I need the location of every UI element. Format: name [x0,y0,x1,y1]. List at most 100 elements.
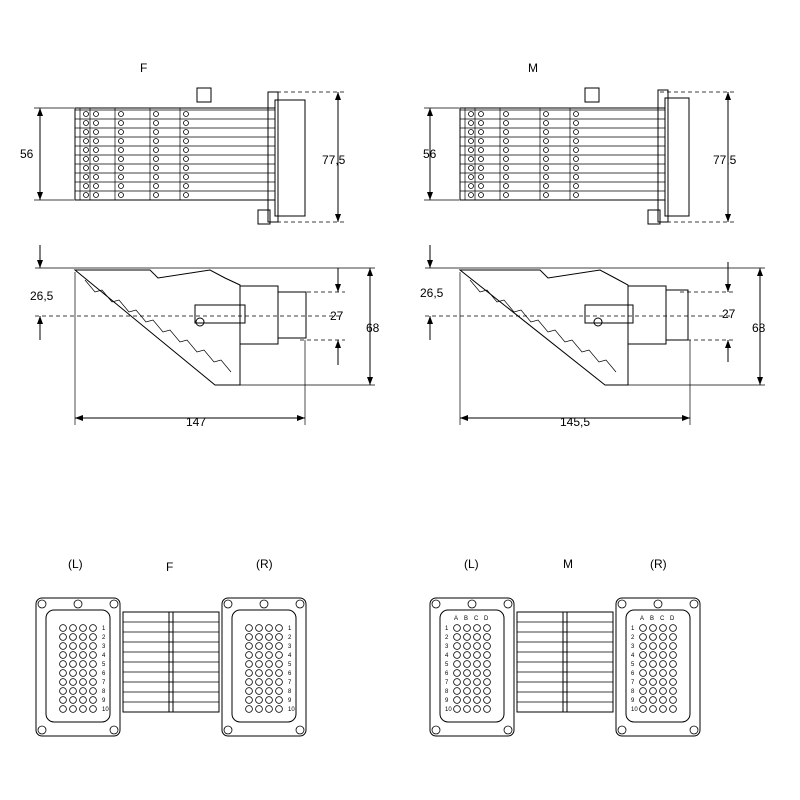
terminal-screw-icon [183,192,189,198]
terminal-screw-icon [183,120,189,126]
mounting-screw-icon [223,725,233,735]
connector-frame [429,597,515,737]
terminal-screw-icon [573,192,579,198]
row-number: 6 [631,671,635,677]
terminal-screw-icon [468,138,474,144]
mounting-screw-icon [109,725,119,735]
contact-pin [89,624,97,632]
contact-pin [453,624,461,632]
terminal-screw-icon [118,147,124,153]
contact-pin [89,669,97,677]
terminal-screw-icon [503,129,509,135]
contact-pin [649,642,657,650]
contact-pin [89,678,97,686]
contact-pin [453,642,461,650]
terminal-screw-icon [468,183,474,189]
terminal-screw-icon [153,183,159,189]
contact-pin [255,651,263,659]
contact-pin [483,669,491,677]
contact-pin [483,624,491,632]
row-number: 6 [288,671,292,677]
contact-pin [89,696,97,704]
contact-pin [275,624,283,632]
contact-pin [639,660,647,668]
contact-pin [255,705,263,713]
contact-pin [649,678,657,686]
contact-pin [265,678,273,686]
column-letter: A [640,616,644,622]
row-number: 3 [102,644,106,650]
terminal-screw-icon [118,138,124,144]
row-number: 10 [288,707,295,713]
terminal-screw-icon [83,165,89,171]
contact-pin [79,669,87,677]
contact-pin [473,696,481,704]
terminal-screw-icon [573,129,579,135]
mounting-screw-icon [617,599,627,609]
mounting-screw-icon [295,725,305,735]
m-right-side-label: (R) [650,557,667,571]
contact-pin [89,633,97,641]
contact-pin [483,678,491,686]
terminal-screw-icon [468,111,474,117]
terminal-screw-icon [543,183,549,189]
contact-pin [255,687,263,695]
terminal-screw-icon [93,156,99,162]
contact-pin [265,705,273,713]
row-number: 6 [102,671,106,677]
contact-pin [275,678,283,686]
f-flange [267,91,279,223]
f-top-view: 26,5 27 68 147 [30,245,380,429]
m-top-screw [584,87,600,103]
contact-pin [659,642,667,650]
contact-pin [453,705,461,713]
contact-pin [669,669,677,677]
contact-pin [89,642,97,650]
contact-pin [659,669,667,677]
terminal-screw-icon [478,111,484,117]
f-angled-body [73,269,241,386]
terminal-screw-icon [478,165,484,171]
contact-pin [453,660,461,668]
terminal-screw-icon [468,120,474,126]
contact-pin [69,624,77,632]
row-number: 8 [288,689,292,695]
contact-pin [79,687,87,695]
m-housing [664,97,690,217]
m-dim-68: 68 [752,321,766,335]
connector-frame [615,597,701,737]
terminal-screw-icon [93,129,99,135]
terminal-screw-icon [543,147,549,153]
contact-pin [245,687,253,695]
terminal-screw-icon [183,111,189,117]
contact-pin [639,678,647,686]
contact-pin [245,678,253,686]
f-top-housing [239,285,279,345]
contact-pin [255,642,263,650]
m-dim-27: 27 [722,307,736,321]
contact-pin [265,624,273,632]
connector-frame [35,597,121,737]
m-title: M [528,61,538,75]
contact-pin [463,651,471,659]
f-terminal-block [74,107,276,201]
connector-frame [221,597,307,737]
terminal-screw-icon [543,192,549,198]
row-number: 7 [445,680,449,686]
m-terminal-block [459,107,666,201]
terminal-screw-icon [478,192,484,198]
row-number: 4 [102,653,106,659]
f-dim-147: 147 [186,415,206,429]
contact-pin [245,660,253,668]
contact-pin [453,633,461,641]
connector-insert [439,609,505,723]
row-number: 8 [445,689,449,695]
contact-pin [255,633,263,641]
ground-screw-icon [259,599,269,609]
terminal-screw-icon [83,111,89,117]
contact-pin [659,660,667,668]
contact-pin [275,651,283,659]
contact-pin [245,633,253,641]
f-dim-56: 56 [20,147,34,161]
